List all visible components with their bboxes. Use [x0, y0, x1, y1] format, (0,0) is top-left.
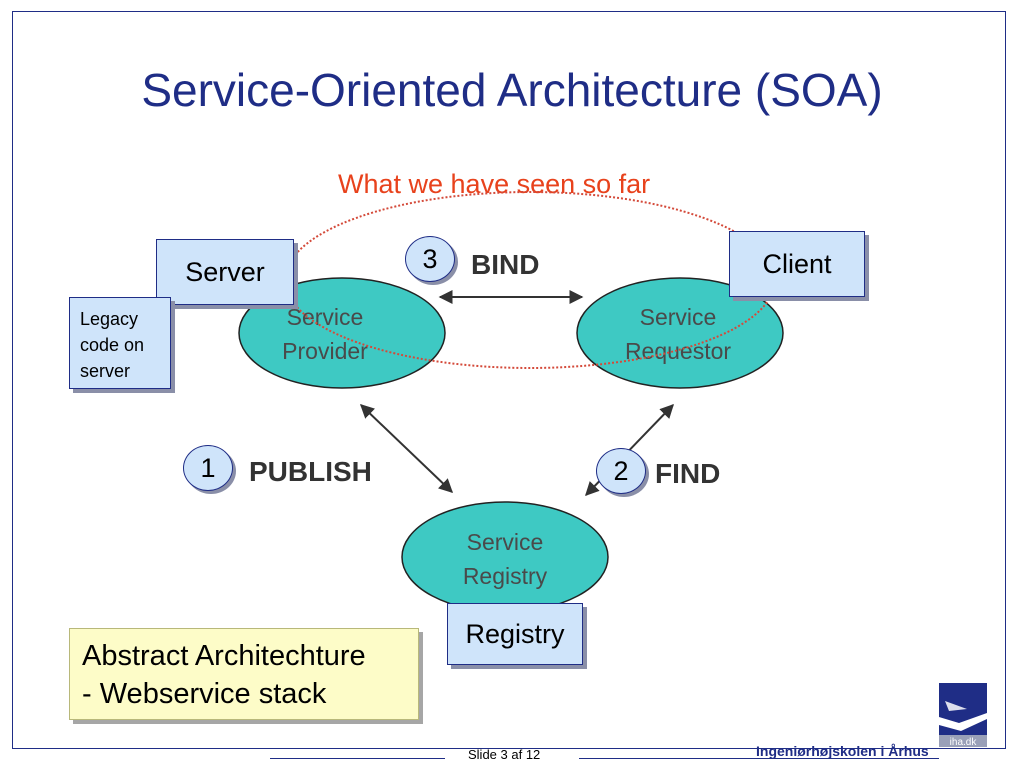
legacy-line1: Legacy: [80, 309, 139, 329]
legacy-line2: code on: [80, 335, 145, 355]
slide-number: Slide 3 af 12: [468, 747, 541, 762]
registry-box-label: Registry: [465, 618, 565, 649]
service-provider-oval: [238, 277, 446, 389]
abstract-architecture-note: Abstract Architechture - Webservice stac…: [69, 628, 419, 720]
service-registry-oval: [401, 501, 609, 613]
step-1-number: 1: [200, 452, 216, 483]
step-3-number: 3: [422, 243, 438, 274]
server-label: Server: [185, 256, 265, 287]
client-label: Client: [762, 248, 832, 279]
requestor-label-line2: Requestor: [625, 338, 731, 364]
publish-arrow: [359, 404, 454, 493]
footer-line-right: [579, 758, 939, 759]
step-1-circle: 1: [183, 445, 233, 491]
logo-text: iha.dk: [950, 737, 978, 747]
school-name: Ingeniørhøjskolen i Århus: [756, 743, 929, 759]
legacy-code-box: Legacy code on server: [69, 297, 171, 389]
legacy-line3: server: [80, 361, 131, 381]
note-line2: - Webservice stack: [82, 678, 327, 710]
subtitle: What we have seen so far: [338, 169, 651, 199]
slide-frame: [12, 11, 1006, 749]
provider-label-line2: Provider: [282, 338, 368, 364]
registry-label-line1: Service: [467, 529, 544, 555]
step-2-number: 2: [613, 455, 629, 486]
registry-box: Registry: [447, 603, 583, 665]
step-3-circle: 3: [405, 236, 455, 282]
registry-label-line2: Registry: [463, 563, 548, 589]
iha-logo: iha.dk: [939, 683, 987, 747]
step-2-circle: 2: [596, 448, 646, 494]
footer-line-left: [270, 758, 445, 759]
provider-label-line1: Service: [287, 304, 364, 330]
client-box: Client: [729, 231, 865, 297]
server-box: Server: [156, 239, 294, 305]
bind-label: BIND: [471, 249, 539, 280]
publish-label: PUBLISH: [249, 456, 372, 487]
note-line1: Abstract Architechture: [82, 640, 366, 672]
requestor-label-line1: Service: [640, 304, 717, 330]
page-title: Service-Oriented Architecture (SOA): [141, 64, 883, 116]
find-label: FIND: [655, 458, 720, 489]
